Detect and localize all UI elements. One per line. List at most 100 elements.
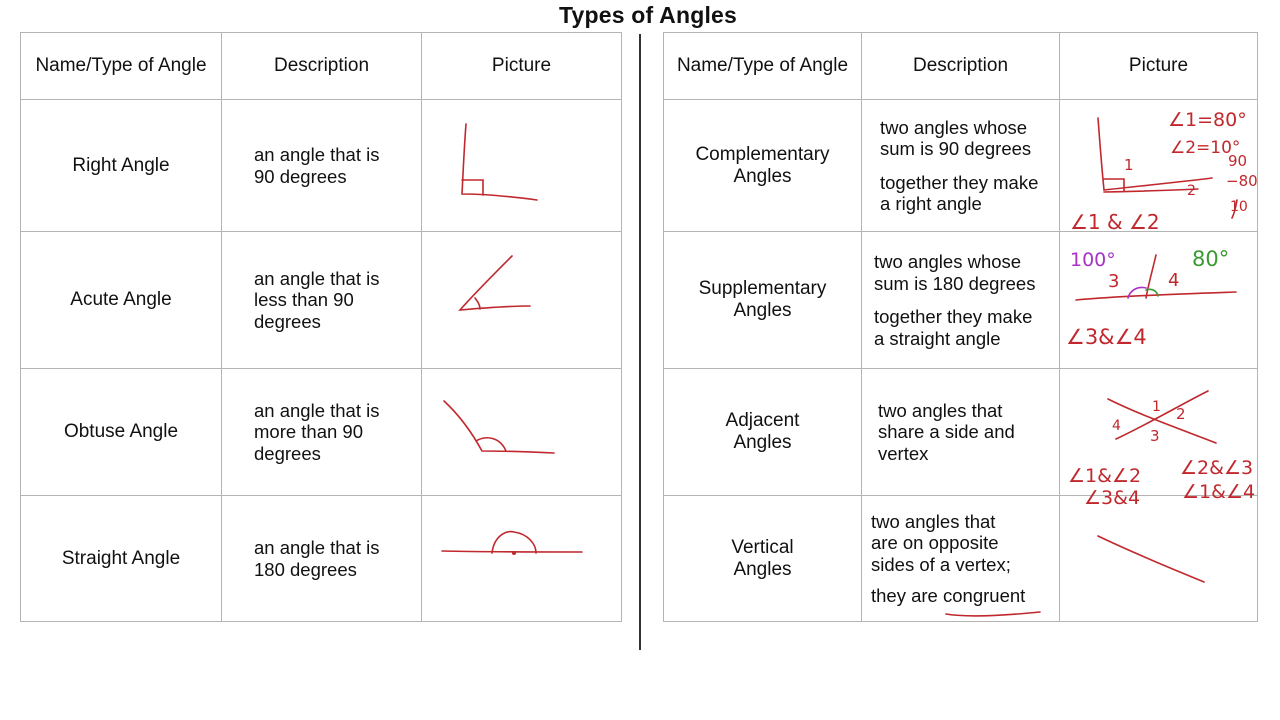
angle-picture — [421, 495, 622, 622]
description-line: more than 90 — [254, 421, 364, 443]
angle-name: Acute Angle — [20, 231, 222, 369]
description-line: sum is 90 degrees — [880, 138, 1032, 159]
table-header-row: Name/Type of Angle Description Picture — [20, 32, 622, 100]
angle-description: two angles whose sum is 180 degrees toge… — [861, 231, 1060, 369]
description-line: an angle that is — [254, 537, 380, 558]
angle-picture — [1059, 495, 1258, 622]
angle-picture: 1 2 ∠1=80° ∠2=10° 90 −80 10 ∠1 & ∠2 — [1059, 99, 1258, 234]
description-line: 90 degrees — [254, 165, 347, 187]
angle-name: Obtuse Angle — [20, 368, 222, 496]
angle-name: Supplementary Angles — [663, 231, 862, 369]
page-title: Types of Angles — [558, 2, 738, 28]
description-line: together they make — [880, 171, 1039, 193]
description-line: less than 90 — [254, 289, 354, 311]
description-line: two angles whose — [880, 116, 1028, 138]
table-row-straight-angle: Straight Angle an angle that is 180 degr… — [20, 495, 622, 622]
description-line: a straight angle — [874, 327, 1001, 349]
angle-name: Vertical Angles — [663, 495, 862, 622]
straight-angle-drawing — [441, 530, 583, 555]
label-100-degrees: 100° — [1070, 249, 1116, 271]
angle-description: two angles that are on opposite sides of… — [861, 495, 1060, 622]
angle-description: an angle that is less than 90 degrees — [221, 231, 422, 369]
adjacent-drawing: 1 2 3 4 — [1107, 390, 1217, 445]
description-line: an angle that is — [254, 399, 380, 421]
angle-description: an angle that is 180 degrees — [221, 495, 422, 622]
description-line: share a side and — [878, 421, 1015, 443]
description-line: sides of a vertex; — [871, 553, 1011, 575]
description-line: vertex — [878, 442, 929, 464]
congruent-word: congruent — [943, 585, 1026, 606]
table-row-right-angle: Right Angle an angle that is 90 degrees — [20, 99, 622, 232]
description-line: an angle that is — [254, 144, 380, 165]
equation-angle-2: ∠2=10° — [1170, 138, 1240, 158]
supplementary-pair-label: ∠3&∠4 — [1066, 325, 1147, 349]
description-line: an angle that is — [254, 267, 380, 289]
subtraction-bottom: 10 — [1230, 199, 1248, 215]
table-row-vertical: Vertical Angles two angles that are on o… — [663, 495, 1258, 622]
name-line: Complementary — [695, 143, 830, 165]
description-line: a right angle — [880, 193, 982, 214]
label-angle-1: 1 — [1152, 399, 1161, 415]
label-angle-4: 4 — [1112, 418, 1121, 434]
table-row-complementary: Complementary Angles two angles whose su… — [663, 99, 1258, 234]
angle-name: Adjacent Angles — [663, 368, 862, 496]
subtraction-middle: −80 — [1226, 172, 1258, 190]
label-80-degrees: 80° — [1192, 247, 1229, 271]
angle-description: two angles whose sum is 90 degrees toget… — [861, 99, 1060, 232]
description-line: together they make — [874, 306, 1033, 327]
table-row-supplementary: Supplementary Angles two angles whose su… — [663, 231, 1258, 369]
column-header-picture: Picture — [1059, 32, 1258, 100]
complementary-drawing: 1 2 ∠1=80° ∠2=10° 90 −80 10 ∠1 & ∠2 — [1070, 109, 1258, 234]
angle-picture: 1 2 3 4 — [1059, 368, 1258, 496]
name-line: Angles — [733, 558, 792, 580]
description-text: they are — [871, 585, 943, 606]
complementary-pair-label: ∠1 & ∠2 — [1070, 210, 1160, 234]
angle-name: Straight Angle — [20, 495, 222, 622]
page-divider — [639, 34, 641, 650]
supplementary-drawing: 100° 80° 3 4 ∠3&∠4 — [1066, 247, 1237, 349]
label-angle-2: 2 — [1187, 183, 1196, 199]
description-line: two angles that — [871, 510, 996, 532]
column-header-name: Name/Type of Angle — [20, 32, 222, 100]
angle-name: Right Angle — [20, 99, 222, 232]
description-line: two angles whose — [874, 251, 1022, 272]
right-angles-table: Name/Type of Angle Description Picture C… — [663, 32, 1258, 622]
obtuse-angle-drawing — [443, 400, 555, 454]
label-angle-2: 2 — [1176, 405, 1186, 423]
subtraction-top: 90 — [1228, 152, 1247, 170]
name-line: Angles — [733, 432, 792, 453]
right-angle-drawing — [461, 123, 538, 201]
angle-picture: 100° 80° 3 4 ∠3&∠4 — [1059, 231, 1258, 369]
equation-angle-1: ∠1=80° — [1168, 109, 1247, 131]
label-angle-1: 1 — [1124, 156, 1134, 174]
table-row-acute-angle: Acute Angle an angle that is less than 9… — [20, 231, 622, 369]
description-line: two angles that — [878, 399, 1003, 421]
name-line: Vertical — [731, 536, 794, 558]
column-header-picture: Picture — [421, 32, 622, 100]
angle-description: an angle that is more than 90 degrees — [221, 368, 422, 496]
angle-picture — [421, 231, 622, 369]
label-angle-3: 3 — [1108, 271, 1119, 292]
label-angle-4: 4 — [1168, 270, 1179, 291]
angle-description: two angles that share a side and vertex — [861, 368, 1060, 496]
description-line: are on opposite — [871, 532, 999, 553]
vertical-drawing — [1097, 535, 1205, 583]
table-row-obtuse-angle: Obtuse Angle an angle that is more than … — [20, 368, 622, 496]
description-line: 180 degrees — [254, 558, 357, 580]
name-line: Angles — [733, 300, 792, 321]
label-angle-3: 3 — [1150, 427, 1160, 445]
name-line: Adjacent — [725, 410, 800, 431]
angle-picture — [421, 99, 622, 232]
column-header-description: Description — [861, 32, 1060, 100]
name-line: Angles — [733, 165, 792, 187]
column-header-name: Name/Type of Angle — [663, 32, 862, 100]
left-angles-table: Name/Type of Angle Description Picture R… — [20, 32, 622, 622]
table-row-adjacent: Adjacent Angles two angles that share a … — [663, 368, 1258, 496]
description-line: degrees — [254, 442, 321, 464]
description-line: degrees — [254, 310, 321, 332]
column-header-description: Description — [221, 32, 422, 100]
description-line: sum is 180 degrees — [874, 272, 1036, 294]
angle-picture — [421, 368, 622, 496]
table-header-row: Name/Type of Angle Description Picture — [663, 32, 1258, 100]
angle-description: an angle that is 90 degrees — [221, 99, 422, 232]
